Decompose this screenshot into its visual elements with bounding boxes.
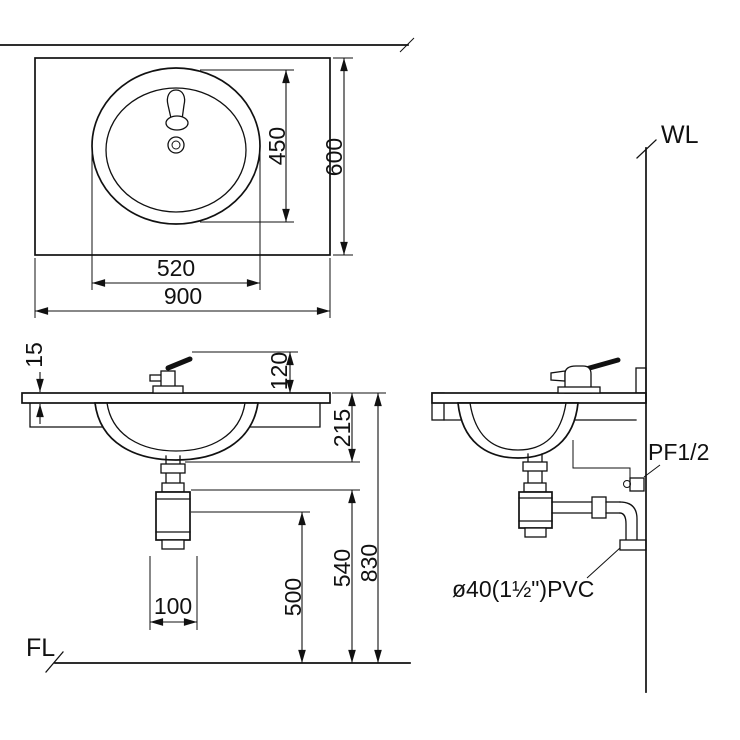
dim-counter-width-900: 900: [34, 258, 331, 318]
dim-counter-depth-600: 600: [321, 57, 353, 256]
dim-trap-outlet-500: 500: [191, 511, 310, 663]
supply-hose: [572, 440, 645, 492]
dim-540-label: 540: [329, 549, 355, 587]
faucet-plan: [165, 89, 189, 154]
drain-pipe-callout: ø40(1½")PVC: [452, 547, 621, 602]
dim-basin-depth-450: 450: [200, 69, 294, 223]
front-bowl-inner: [106, 402, 246, 452]
counter-outline: [34, 57, 331, 256]
dim-215-label: 215: [329, 409, 355, 447]
trap-side: [518, 453, 553, 538]
dim-600-label: 600: [321, 138, 347, 176]
trap-front: [155, 455, 191, 550]
side-view: PF1/2 ø40(1½")PVC WL: [431, 121, 709, 693]
wall-line-label: WL: [661, 121, 699, 149]
dim-counter-height-830: 830: [356, 393, 382, 663]
supply-fitting-callout: PF1/2: [643, 439, 709, 478]
dim-520-label: 520: [157, 255, 195, 281]
front-view: 15 120 215 830 540 500: [21, 342, 411, 673]
dim-450-label: 450: [264, 127, 290, 165]
dim-830-label: 830: [356, 544, 382, 582]
dim-drain-offset-100: 100: [149, 556, 198, 630]
wall-supply-fitting: [629, 477, 645, 492]
dim-faucet-height-120: 120: [192, 351, 298, 393]
side-bowl-inner: [469, 402, 567, 451]
front-bowl-outer: [94, 402, 259, 461]
plan-wall-line: [0, 37, 415, 53]
floor-line: FL: [26, 634, 411, 673]
dim-120-label: 120: [266, 352, 292, 390]
plan-view: 450 600 520 900: [0, 37, 415, 318]
side-bowl-outer: [457, 402, 579, 459]
floor-line-label: FL: [26, 634, 55, 662]
side-backsplash: [635, 367, 647, 394]
wall-line: WL: [636, 121, 699, 693]
side-counter-slab: [431, 392, 647, 404]
dim-900-label: 900: [164, 283, 202, 309]
dim-15-label: 15: [21, 342, 47, 368]
sink-basin-plan: [91, 67, 261, 225]
drain-pipe-to-wall: [551, 496, 647, 551]
drain-pipe-label: ø40(1½")PVC: [452, 576, 594, 602]
dim-100-label: 100: [154, 593, 192, 619]
faucet-front: [149, 356, 193, 394]
supply-fitting-label: PF1/2: [648, 439, 709, 465]
faucet-side: [550, 357, 621, 394]
dim-edge-thickness-15: 15: [21, 342, 47, 424]
dim-500-label: 500: [280, 578, 306, 616]
drain-plan: [167, 136, 185, 154]
front-counter-slab: [21, 392, 331, 404]
dim-trap-inlet-540: 540: [191, 489, 360, 663]
dim-basin-width-520: 520: [91, 152, 261, 290]
